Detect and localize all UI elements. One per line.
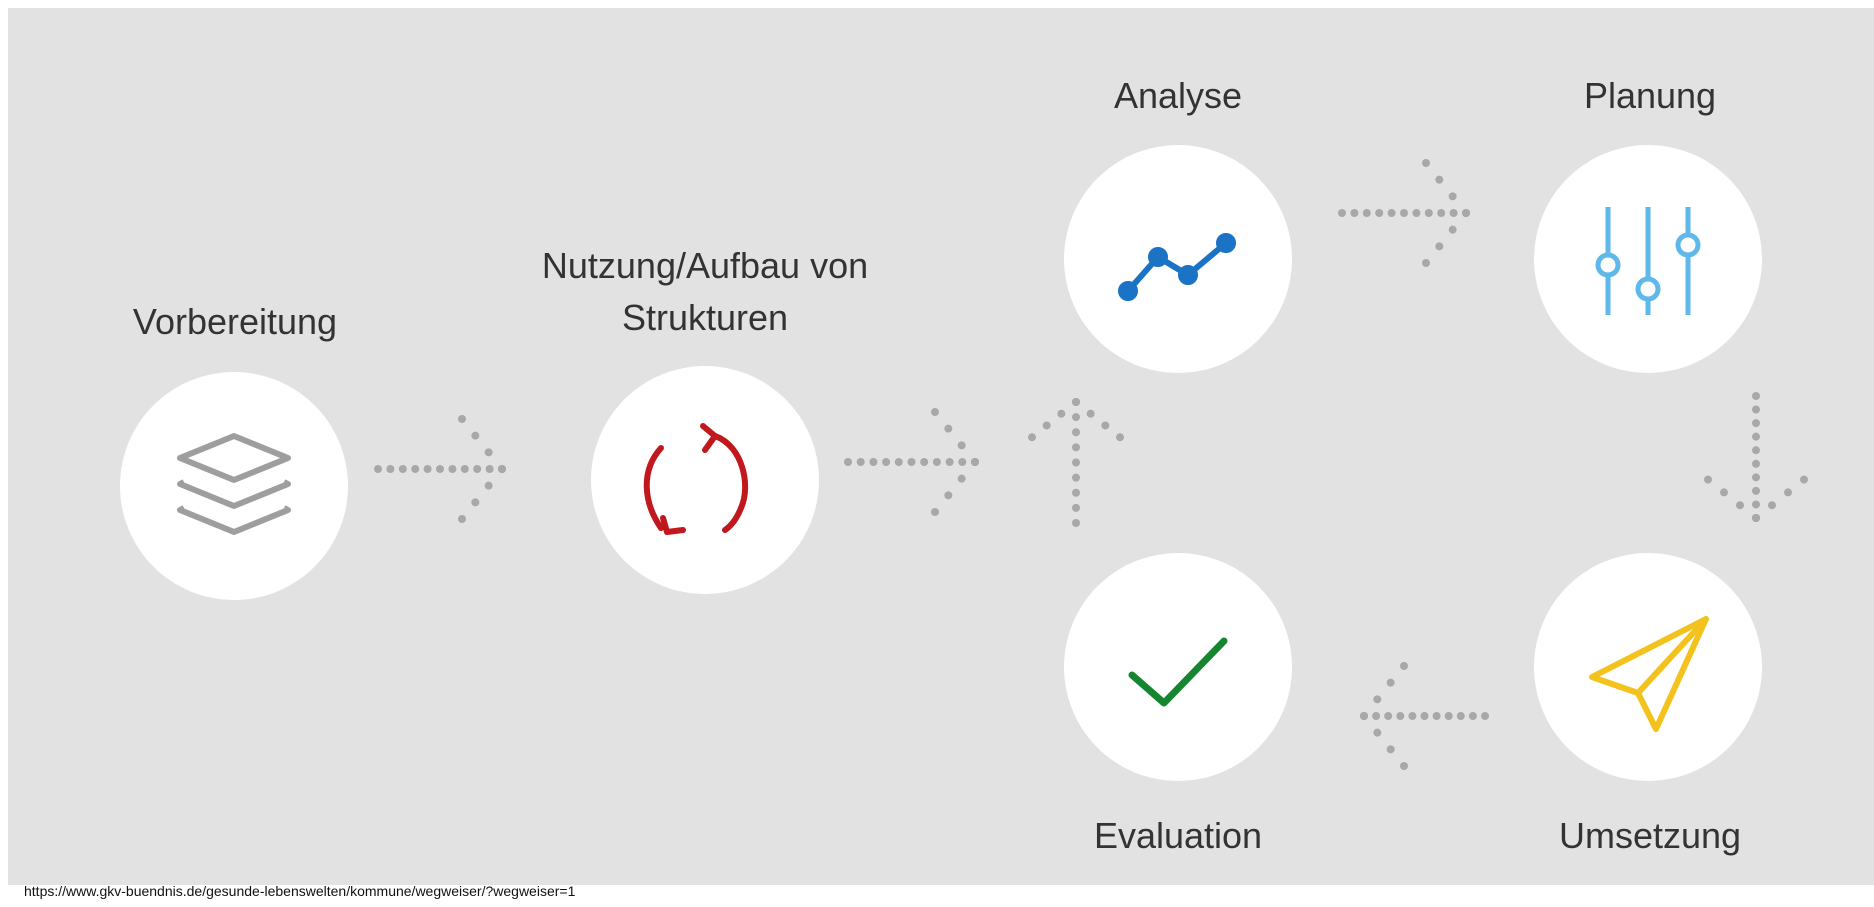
- source-url: https://www.gkv-buendnis.de/gesunde-lebe…: [24, 883, 576, 899]
- sliders-icon: [1595, 207, 1701, 315]
- arrow-strukturen-analyse: [844, 408, 979, 516]
- label-umsetzung: Umsetzung: [1558, 815, 1742, 856]
- arrow-umsetzung-evaluation: [1360, 662, 1489, 770]
- node-umsetzung: [1534, 553, 1762, 781]
- line-chart-icon: [1118, 233, 1236, 301]
- label-planung: Planung: [1583, 75, 1717, 116]
- arrow-analyse-planung: [1338, 159, 1470, 267]
- node-analyse: [1064, 145, 1292, 373]
- arrow-up-to-analyse: [1028, 398, 1124, 527]
- node-evaluation: [1064, 553, 1292, 781]
- node-strukturen: [591, 366, 819, 594]
- label-analyse: Analyse: [1113, 75, 1243, 116]
- arrow-planung-umsetzung: [1704, 392, 1808, 522]
- label-strukturen-line1: Nutzung/Aufbau von: [541, 245, 869, 286]
- label-vorbereitung: Vorbereitung: [132, 301, 338, 342]
- checkmark-icon: [1128, 637, 1228, 707]
- paper-plane-icon: [1589, 616, 1709, 732]
- node-planung: [1534, 145, 1762, 373]
- layers-icon: [177, 433, 291, 535]
- node-vorbereitung: [120, 372, 348, 600]
- refresh-icon: [643, 423, 749, 535]
- label-evaluation: Evaluation: [1093, 815, 1263, 856]
- arrow-vorbereitung-strukturen: [374, 415, 506, 523]
- label-strukturen-line2: Strukturen: [621, 297, 789, 338]
